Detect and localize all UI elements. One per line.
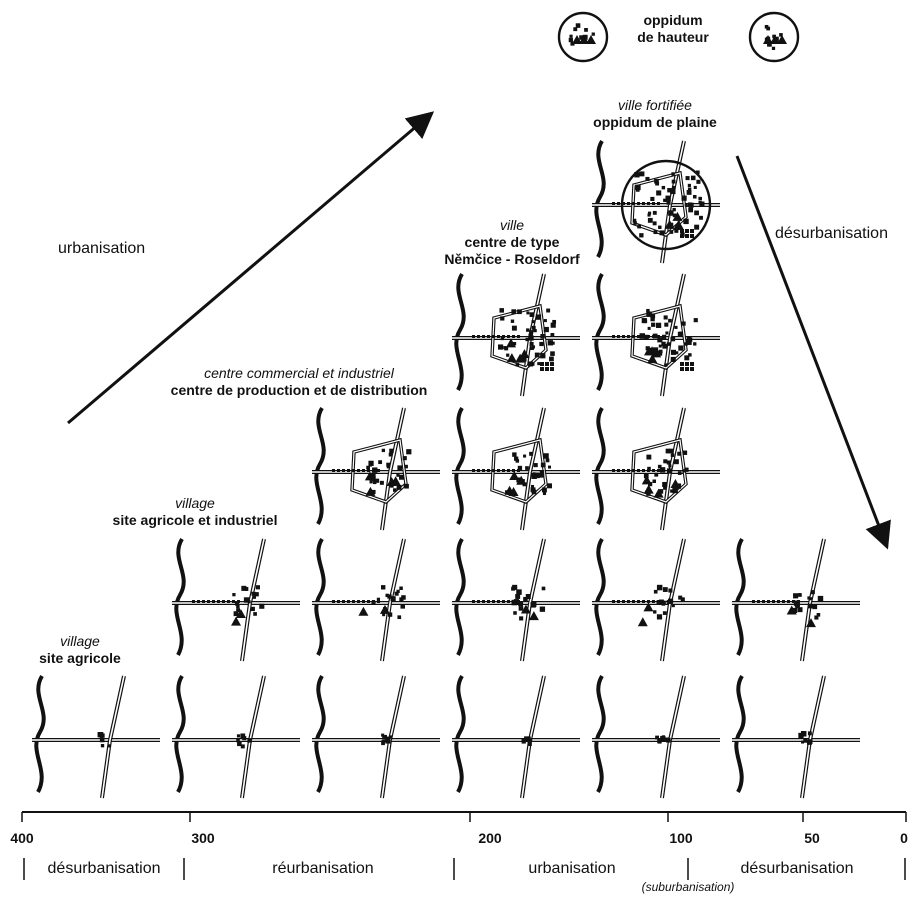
phase-reurbanisation: réurbanisation: [272, 860, 374, 877]
urbanisation-arrow-label: urbanisation: [58, 240, 146, 257]
settlement-level1-3: [312, 674, 440, 799]
label-ville: ville centre de type Němčice - Roseldorf: [408, 217, 616, 268]
desurbanisation-arrow: [735, 155, 891, 550]
settlement-level3-3: [592, 406, 720, 531]
label-village-agricole: village site agricole: [25, 633, 135, 667]
oppidum-hauteur-icon-left: [557, 11, 609, 63]
oppidum-hauteur-title: oppidum de hauteur: [637, 12, 709, 45]
settlement-level2-2: [312, 537, 440, 662]
tick-0: 0: [900, 830, 908, 846]
village-industriel-title: site agricole et industriel: [112, 512, 278, 528]
settlement-level1-4: [452, 674, 580, 799]
village-agricole-title: site agricole: [39, 650, 121, 666]
settlement-level4-2: [592, 272, 720, 397]
settlement-level3-2: [452, 406, 580, 531]
settlement-level1-5: [592, 674, 720, 799]
tick-400: 400: [10, 830, 34, 846]
oppidum-plaine-subtitle: ville fortifiée: [618, 97, 692, 113]
tick-100: 100: [669, 830, 693, 846]
settlement-level1-1: [32, 674, 160, 799]
settlement-level2-4: [592, 537, 720, 662]
settlement-level1-6: [732, 674, 860, 799]
tick-200: 200: [478, 830, 502, 846]
settlement-level3-1: [312, 406, 440, 531]
label-centre: centre commercial et industriel centre d…: [148, 365, 450, 399]
settlement-level2-1: [172, 537, 300, 662]
ville-subtitle: ville: [499, 217, 525, 233]
oppidum-hauteur-icon-right: [748, 11, 800, 63]
village-agricole-subtitle: village: [60, 633, 100, 649]
tick-300: 300: [191, 830, 215, 846]
label-oppidum-hauteur: oppidum de hauteur: [618, 12, 728, 46]
label-village-industriel: village site agricole et industriel: [95, 495, 295, 529]
phase-desurbanisation-1: désurbanisation: [47, 860, 161, 877]
centre-subtitle: centre commercial et industriel: [204, 365, 394, 381]
settlement-level2-5: [732, 537, 860, 662]
tick-50: 50: [804, 830, 820, 846]
settlement-level1-2: [172, 674, 300, 799]
urbanisation-arrow: [67, 111, 435, 425]
settlement-level4-1: [452, 272, 580, 397]
suburbanisation-note: (suburbanisation): [641, 880, 735, 894]
village-industriel-subtitle: village: [175, 495, 215, 511]
label-oppidum-plaine: ville fortifiée oppidum de plaine: [555, 97, 755, 131]
phase-desurbanisation-2: désurbanisation: [740, 860, 854, 877]
settlement-level5-1: [592, 139, 720, 264]
phase-urbanisation: urbanisation: [528, 860, 616, 877]
centre-title: centre de production et de distribution: [170, 382, 428, 398]
settlement-level2-3: [452, 537, 580, 662]
timeline: [21, 811, 907, 880]
desurbanisation-arrow-label: désurbanisation: [775, 225, 888, 242]
ville-title: centre de type Němčice - Roseldorf: [444, 234, 580, 267]
oppidum-plaine-title: oppidum de plaine: [593, 114, 717, 130]
